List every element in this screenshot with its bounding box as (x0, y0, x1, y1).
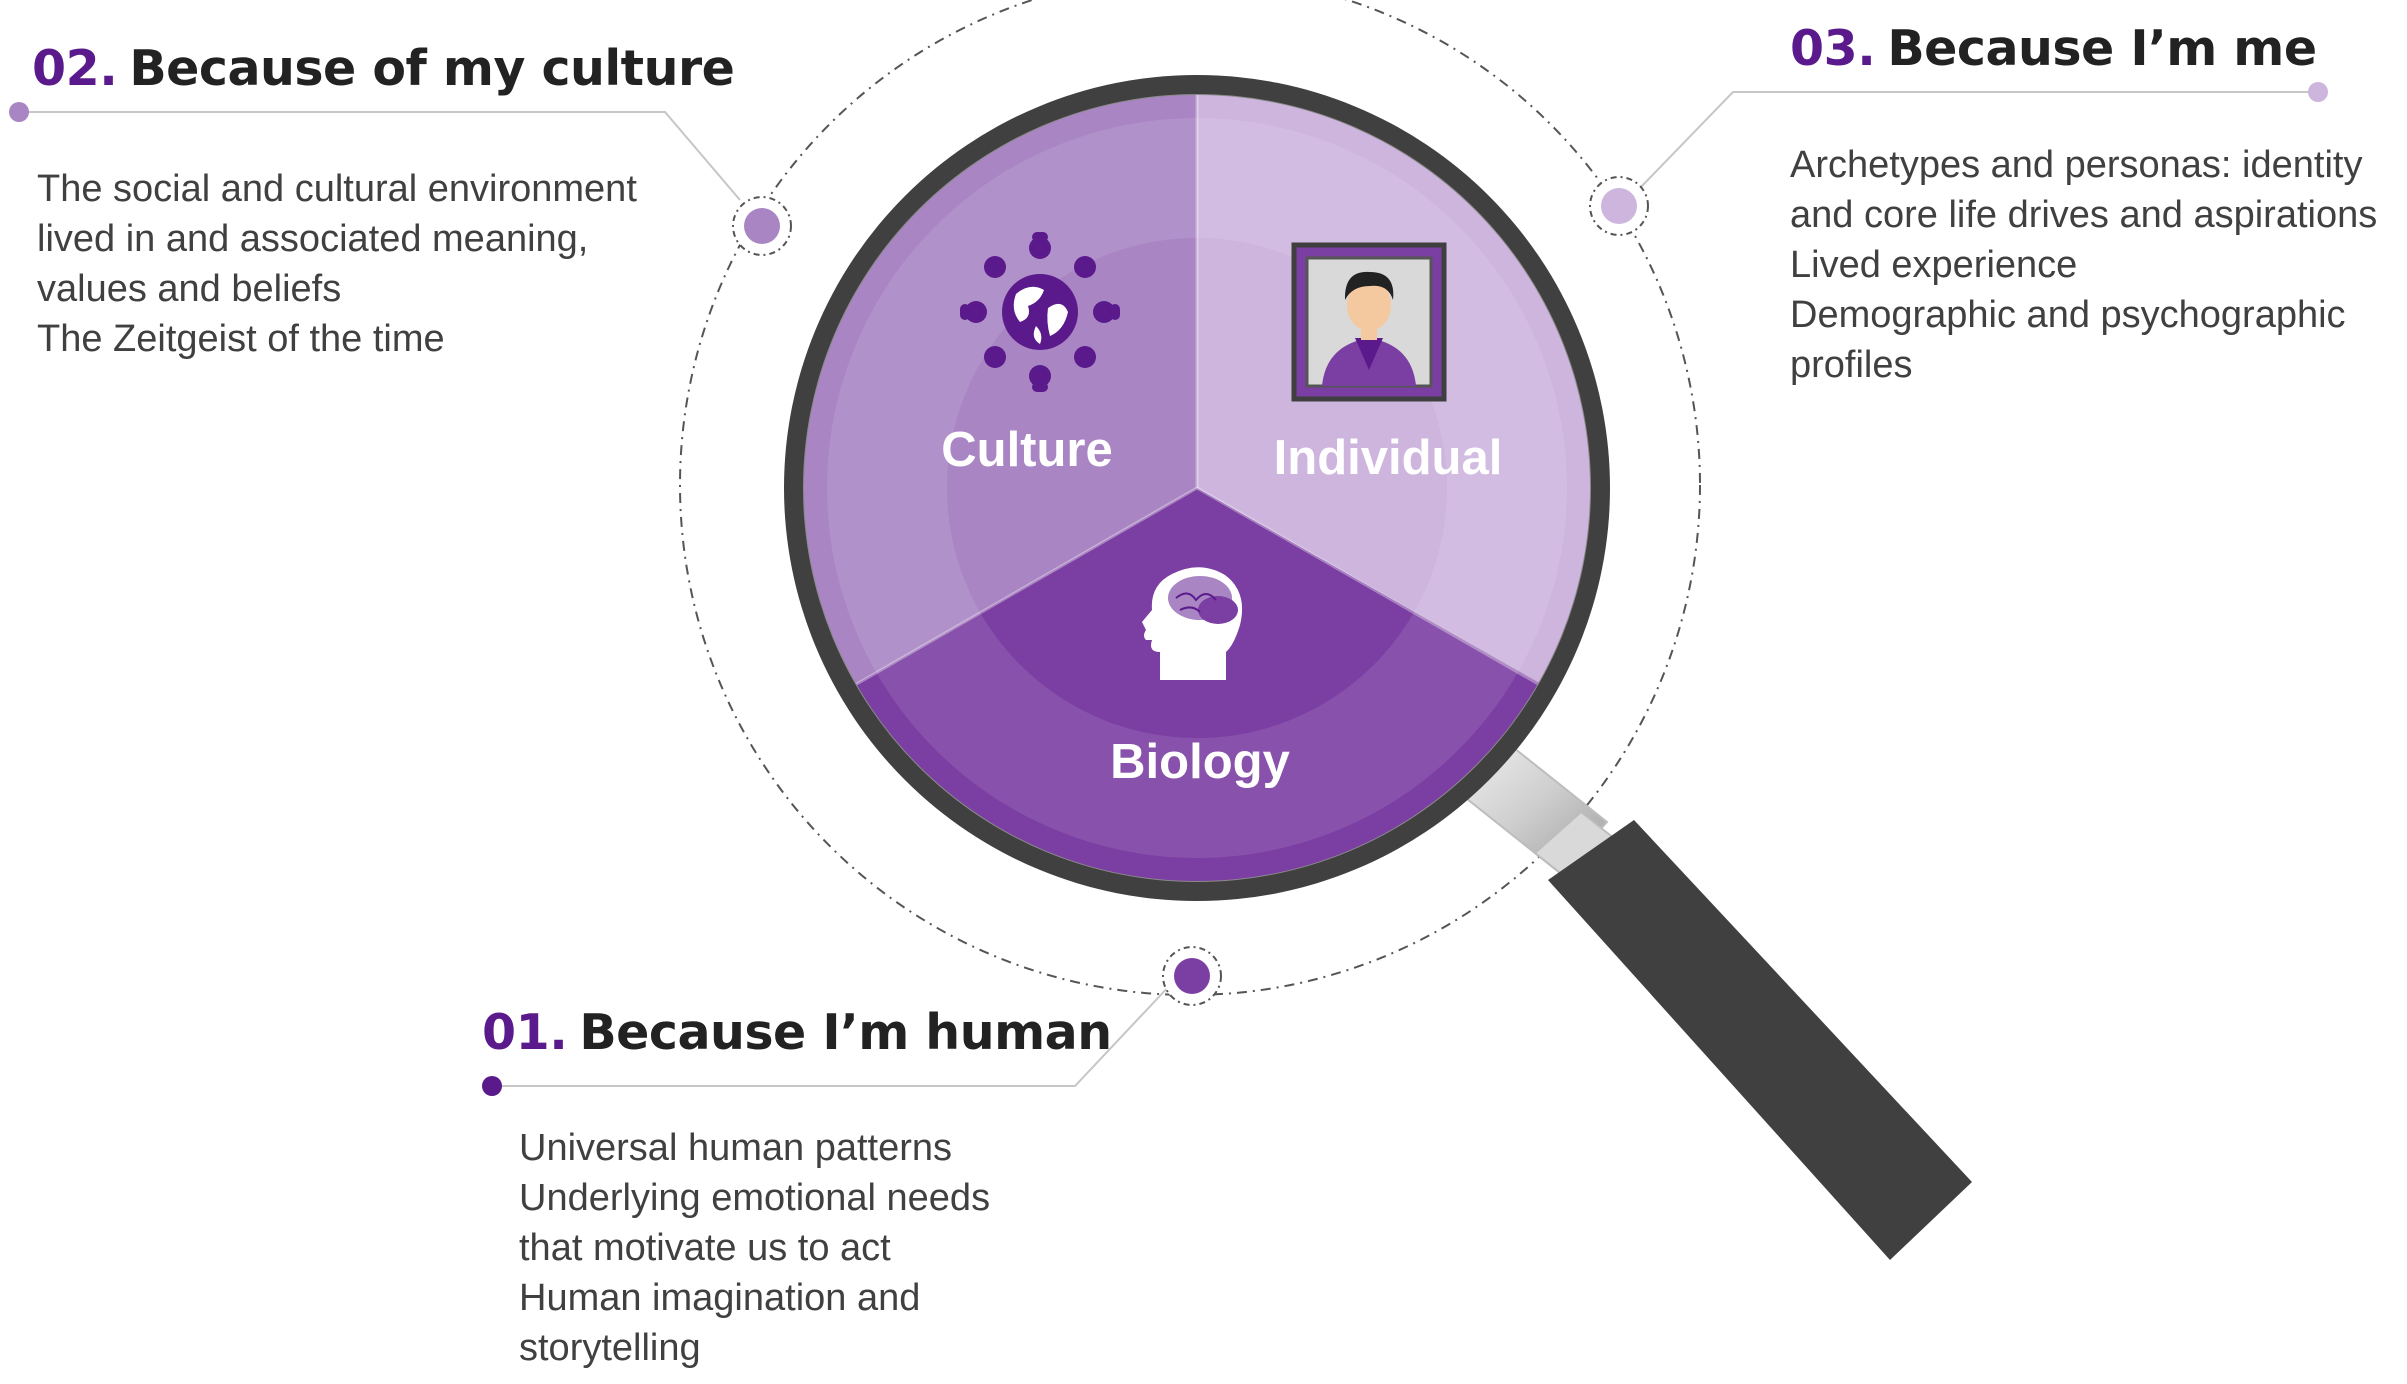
description-line: and core life drives and aspirations (1790, 194, 2378, 236)
description-line: The social and cultural environment (37, 168, 637, 210)
connector-culture (9, 102, 792, 256)
section-number: 01. (482, 1004, 568, 1061)
description-line: Lived experience (1790, 244, 2078, 286)
connector-human (482, 946, 1222, 1096)
description-line: The Zeitgeist of the time (37, 318, 445, 360)
description-line: that motivate us to act (519, 1227, 891, 1269)
section-title: Because of my culture (129, 40, 735, 97)
segment-label-individual: Individual (1274, 431, 1503, 485)
section-number: 02. (32, 40, 118, 97)
section-me-description: Archetypes and personas: identity and co… (1790, 140, 2377, 390)
section-title: Because I’m human (579, 1004, 1112, 1061)
description-line: Underlying emotional needs (519, 1177, 991, 1219)
section-title: Because I’m me (1887, 20, 2317, 77)
segment-label-biology: Biology (1110, 735, 1290, 789)
description-line: Demographic and psychographic (1790, 294, 2346, 336)
globe-people-icon (960, 232, 1120, 392)
section-culture-description: The social and cultural environment live… (37, 164, 637, 364)
description-line: values and beliefs (37, 268, 342, 310)
description-line: Archetypes and personas: identity (1790, 144, 2363, 186)
description-line: Human imagination and (519, 1277, 921, 1319)
section-number: 03. (1790, 20, 1876, 77)
description-line: profiles (1790, 344, 1913, 386)
description-line: Universal human patterns (519, 1127, 952, 1169)
magnifier-handle (1450, 738, 1972, 1260)
section-human-heading: 01.Because I’m human (482, 1004, 1112, 1061)
description-line: lived in and associated meaning, (37, 218, 589, 260)
head-brain-icon (1142, 567, 1243, 680)
section-human-description: Universal human patterns Underlying emot… (519, 1123, 990, 1373)
description-line: storytelling (519, 1327, 701, 1369)
segment-label-culture: Culture (941, 423, 1113, 477)
connector-me (1589, 82, 2328, 236)
segment-culture (804, 95, 1197, 820)
section-culture-heading: 02.Because of my culture (32, 40, 735, 97)
person-portrait-icon (1291, 242, 1447, 402)
section-me-heading: 03.Because I’m me (1790, 20, 2317, 77)
